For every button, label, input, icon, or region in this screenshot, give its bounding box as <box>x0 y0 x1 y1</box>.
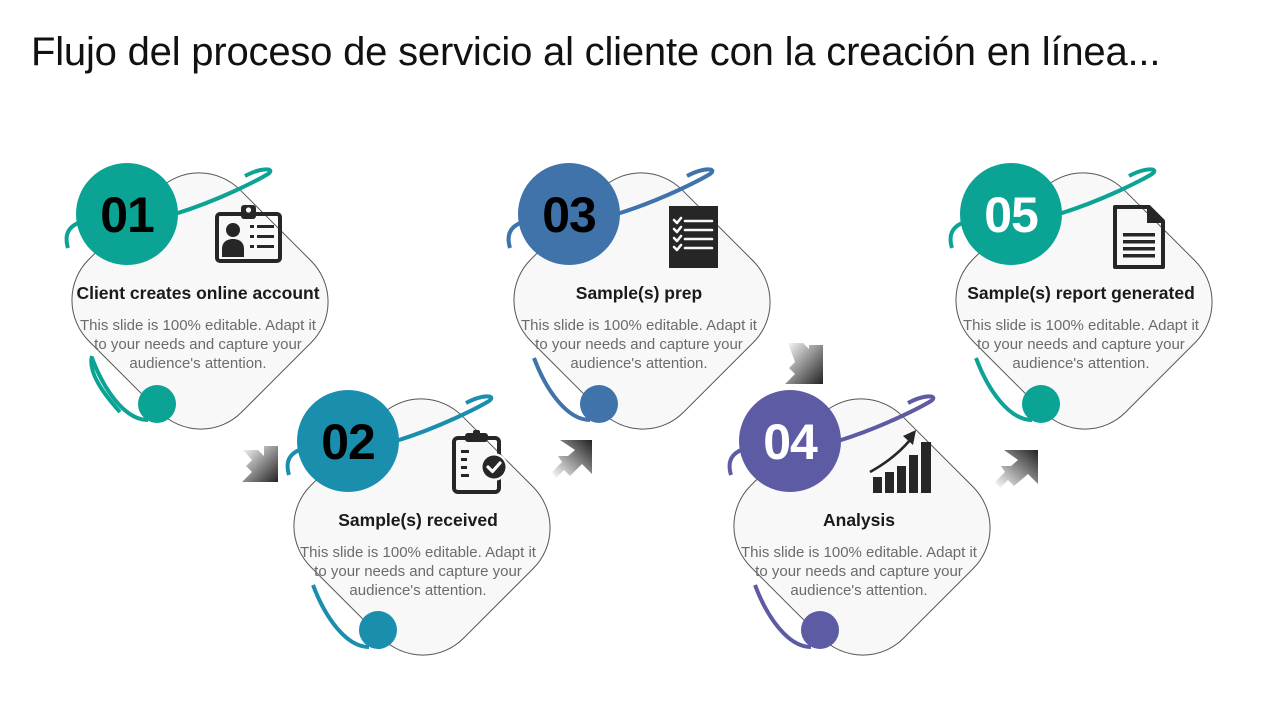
step-description: This slide is 100% editable. Adapt it to… <box>963 317 1199 372</box>
number-circle-03 <box>518 163 620 265</box>
connector-arrow-03-04 <box>785 343 823 384</box>
number-circle-04 <box>739 390 841 492</box>
step-heading: Analysis <box>823 510 895 530</box>
orbit-dot-01 <box>138 385 176 423</box>
step-number-03: 03 <box>542 187 597 243</box>
step-card-03 <box>489 148 795 454</box>
step-description: This slide is 100% editable. Adapt it to… <box>80 317 316 372</box>
step-card-05 <box>931 148 1237 454</box>
step-number-02: 02 <box>321 414 376 470</box>
step-text-04: Analysis This slide is 100% editable. Ad… <box>719 509 999 600</box>
step-description: This slide is 100% editable. Adapt it to… <box>521 317 757 372</box>
number-circle-01 <box>76 163 178 265</box>
step-number-04: 04 <box>763 414 818 470</box>
step-heading: Sample(s) report generated <box>967 283 1195 303</box>
step-heading: Client creates online account <box>76 283 320 303</box>
slide-title: Flujo del proceso de servicio al cliente… <box>31 30 1161 74</box>
orbit-dot-05 <box>1022 385 1060 423</box>
growth-chart-icon <box>869 430 931 493</box>
step-card-04 <box>709 374 1015 680</box>
step-heading: Sample(s) prep <box>575 283 703 303</box>
orbit-dot-03 <box>580 385 618 423</box>
orbit-dot-02 <box>359 611 397 649</box>
number-circle-05 <box>960 163 1062 265</box>
connector-arrow-01-02 <box>242 446 278 482</box>
step-text-05: Sample(s) report generated This slide is… <box>941 282 1221 373</box>
document-icon <box>1113 205 1165 269</box>
connector-arrow-02-03 <box>552 440 592 478</box>
number-circle-02 <box>297 390 399 492</box>
step-text-02: Sample(s) received This slide is 100% ed… <box>278 509 558 600</box>
connector-arrow-04-05 <box>995 450 1038 488</box>
step-card-02 <box>269 374 575 680</box>
step-description: This slide is 100% editable. Adapt it to… <box>300 544 536 599</box>
step-number-05: 05 <box>984 187 1039 243</box>
step-number-01: 01 <box>100 187 155 243</box>
id-badge-icon <box>215 205 282 263</box>
step-card-01 <box>47 148 353 454</box>
clipboard-check-icon <box>452 430 508 494</box>
checklist-icon <box>669 206 718 268</box>
step-text-03: Sample(s) prep This slide is 100% editab… <box>499 282 779 373</box>
step-text-01: Client creates online account This slide… <box>58 282 338 373</box>
step-heading: Sample(s) received <box>338 510 498 530</box>
orbit-dot-04 <box>801 611 839 649</box>
step-description: This slide is 100% editable. Adapt it to… <box>741 544 977 599</box>
